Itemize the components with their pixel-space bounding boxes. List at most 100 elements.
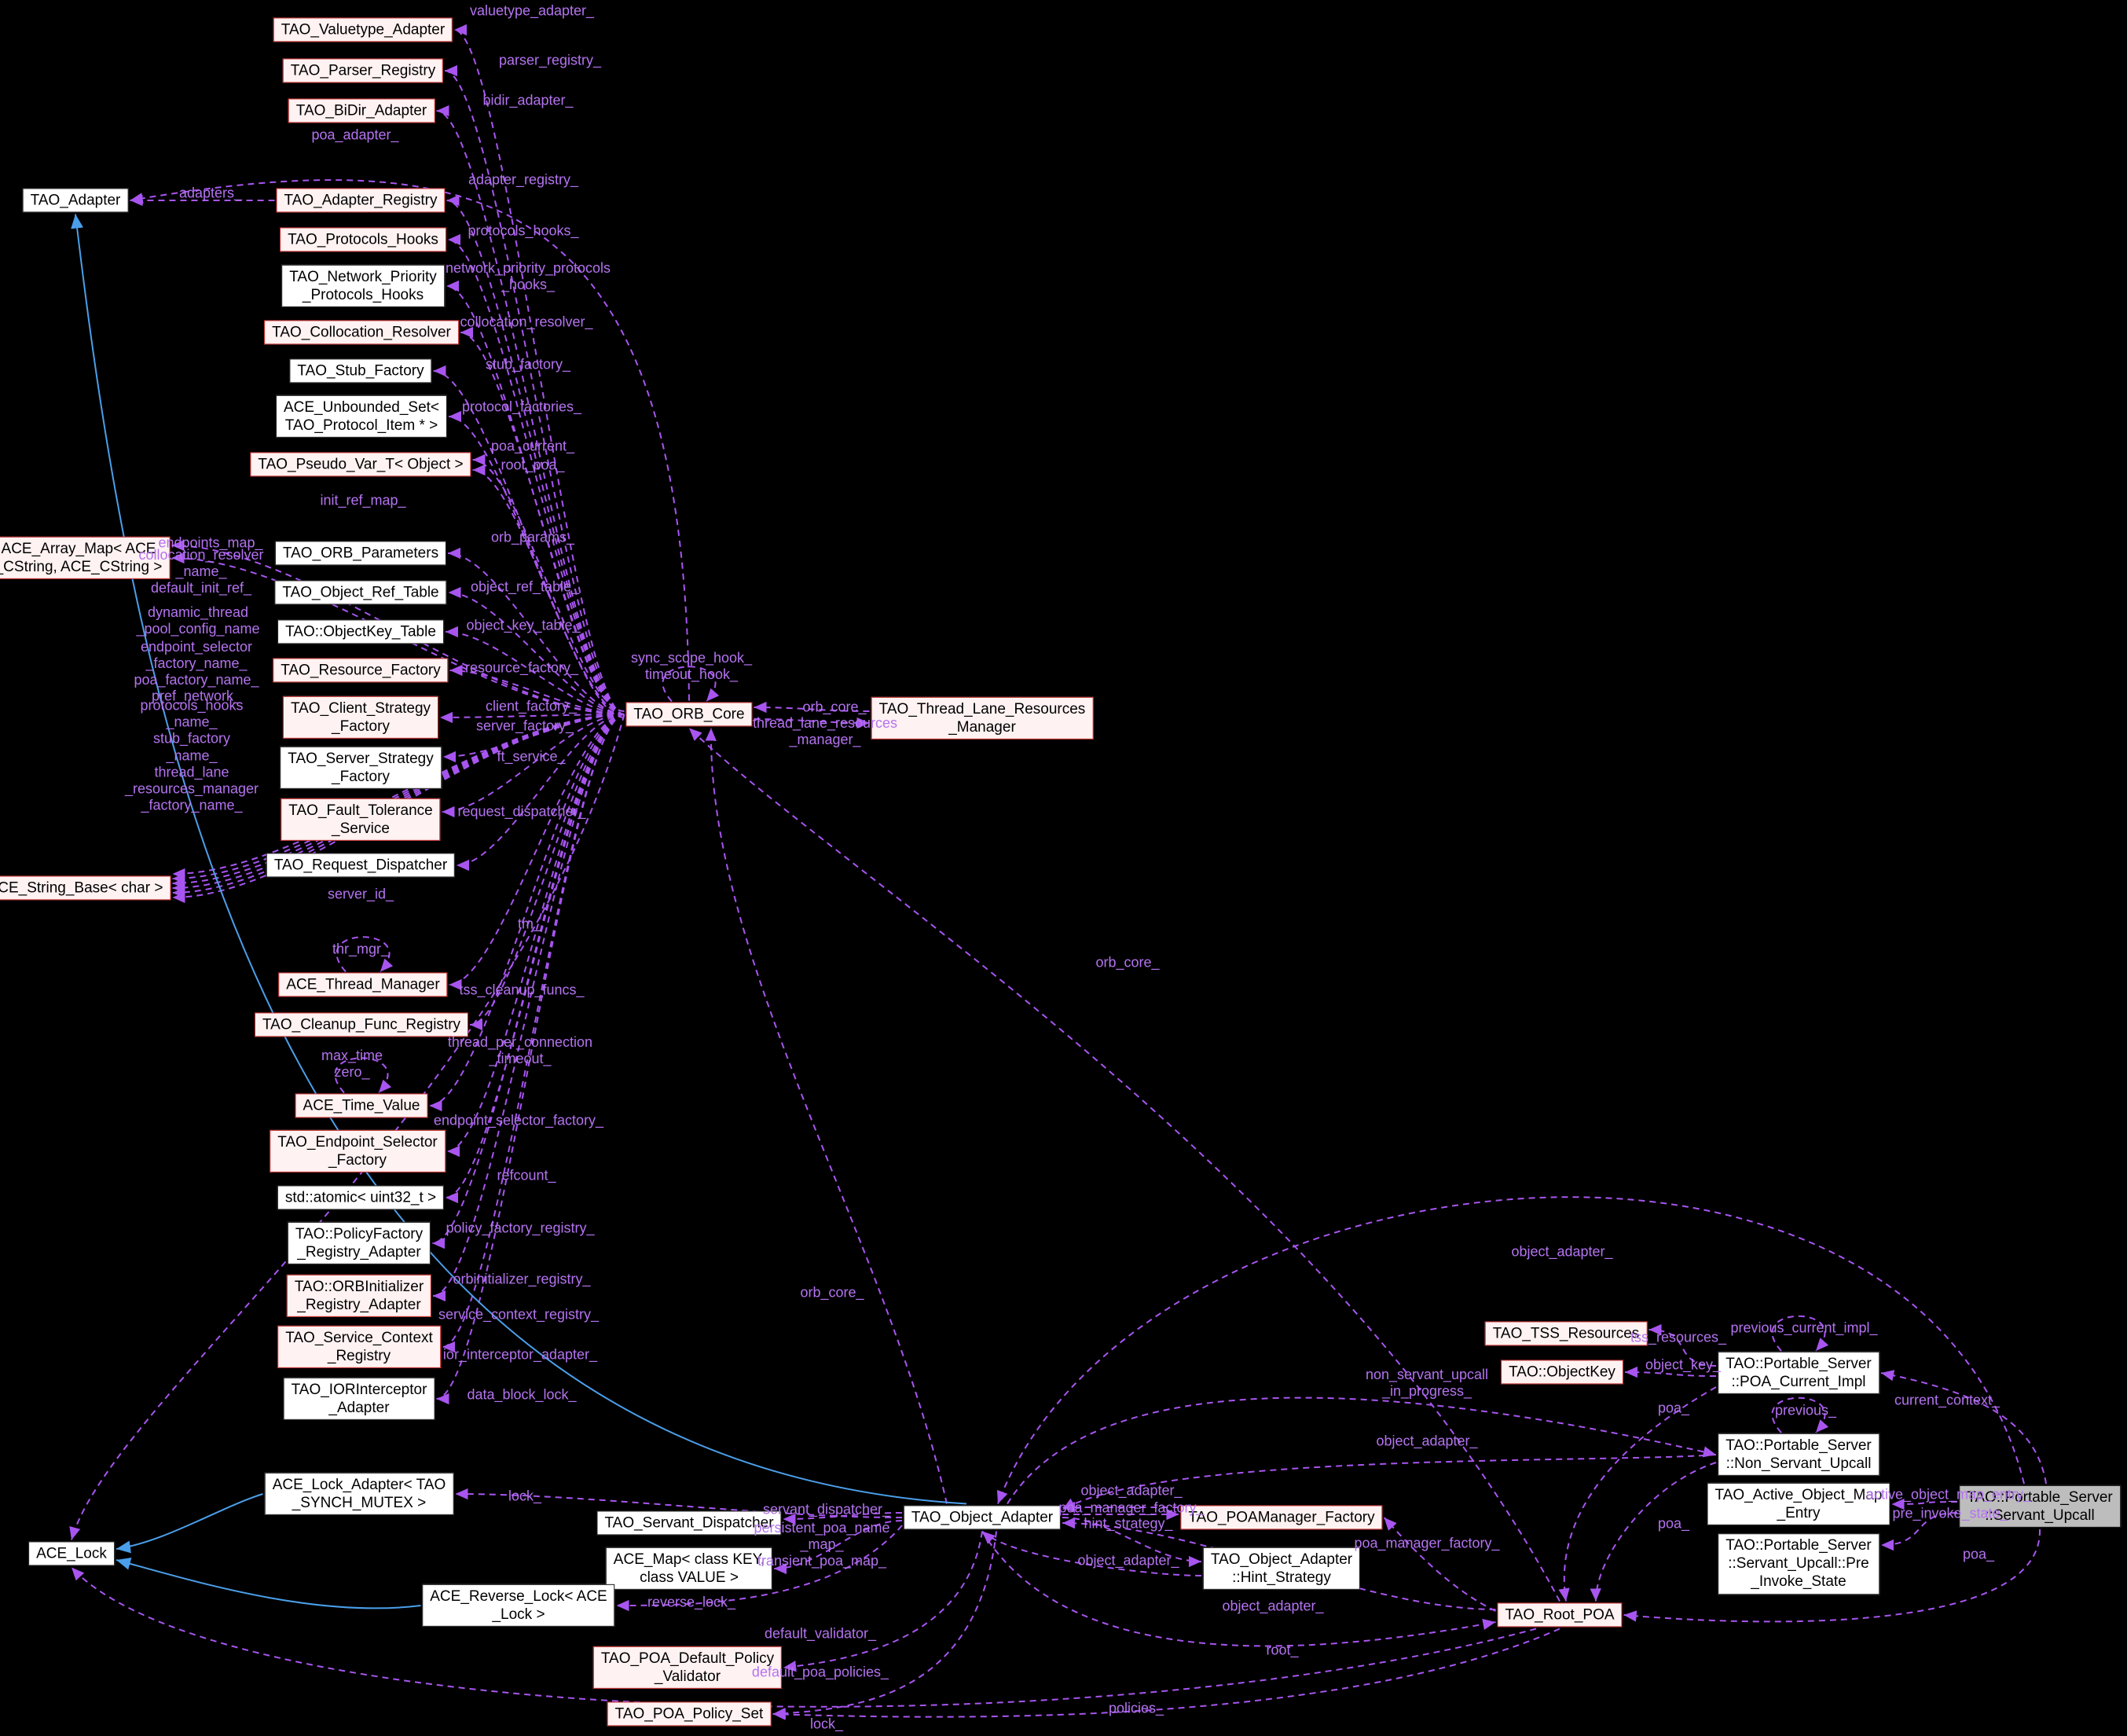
usage-edge bbox=[447, 233, 625, 715]
usage-edge bbox=[449, 664, 625, 715]
node-nsu[interactable]: TAO::Portable_Server ::Non_Servant_Upcal… bbox=[1718, 1433, 1879, 1477]
node-cleanup_func[interactable]: TAO_Cleanup_Func_Registry bbox=[254, 1012, 469, 1037]
usage-edge bbox=[662, 666, 720, 703]
node-orb_core[interactable]: TAO_ORB_Core bbox=[625, 702, 753, 727]
node-objectkey[interactable]: TAO::ObjectKey bbox=[1501, 1360, 1623, 1385]
node-adapter[interactable]: TAO_Adapter bbox=[22, 188, 129, 213]
usage-edge bbox=[446, 194, 625, 715]
node-ace_lock[interactable]: ACE_Lock bbox=[28, 1541, 115, 1566]
usage-edge bbox=[688, 727, 1560, 1602]
usage-edge bbox=[336, 936, 394, 973]
node-string_base[interactable]: ACE_String_Base< char > bbox=[0, 875, 171, 901]
usage-edge bbox=[171, 552, 625, 715]
node-bidir[interactable]: TAO_BiDir_Adapter bbox=[288, 98, 435, 123]
usage-edge bbox=[456, 714, 625, 872]
usage-edge bbox=[469, 714, 625, 1031]
usage-edge bbox=[448, 586, 625, 715]
node-pre_invoke[interactable]: TAO::Portable_Server ::Servant_Upcall::P… bbox=[1718, 1533, 1879, 1595]
node-server_strategy[interactable]: TAO_Server_Strategy _Factory bbox=[280, 746, 442, 790]
usage-edge bbox=[996, 1196, 2025, 1504]
node-array_map[interactable]: ACE_Array_Map< ACE _CString, ACE_CString… bbox=[0, 536, 171, 580]
node-client_strategy[interactable]: TAO_Client_Strategy _Factory bbox=[282, 696, 439, 740]
usage-edge bbox=[429, 714, 625, 1112]
inheritance-edge bbox=[71, 214, 967, 1505]
node-fault_tolerance[interactable]: TAO_Fault_Tolerance _Service bbox=[281, 798, 441, 842]
node-servant_upcall: TAO::Portable_Server ::Servant_Upcall bbox=[1959, 1485, 2121, 1529]
node-thread_manager[interactable]: ACE_Thread_Manager bbox=[278, 972, 448, 997]
usage-edge bbox=[130, 179, 690, 701]
usage-edge bbox=[772, 1628, 1560, 1720]
node-root_poa[interactable]: TAO_Root_POA bbox=[1497, 1602, 1623, 1628]
node-reverse_lock[interactable]: ACE_Reverse_Lock< ACE _Lock > bbox=[422, 1584, 615, 1628]
node-servant_dispatcher[interactable]: TAO_Servant_Dispatcher bbox=[596, 1510, 782, 1536]
usage-edge bbox=[447, 547, 625, 715]
usage-edge bbox=[1880, 1512, 1958, 1551]
node-object_adapter[interactable]: TAO_Object_Adapter bbox=[903, 1505, 1062, 1530]
usage-edge bbox=[1624, 1366, 1717, 1378]
node-request_dispatcher[interactable]: TAO_Request_Dispatcher bbox=[266, 853, 456, 878]
node-pseudo_var[interactable]: TAO_Pseudo_Var_T< Object > bbox=[250, 452, 471, 477]
usage-edge bbox=[1771, 1397, 1829, 1433]
node-orb_params[interactable]: TAO_ORB_Parameters bbox=[274, 541, 447, 566]
node-parser[interactable]: TAO_Parser_Registry bbox=[282, 58, 444, 83]
node-obj_ref_table[interactable]: TAO_Object_Ref_Table bbox=[274, 580, 447, 605]
usage-edge bbox=[69, 714, 625, 1540]
usage-edge bbox=[1771, 1315, 1829, 1352]
node-lock_adapter[interactable]: ACE_Lock_Adapter< TAO _SYNCH_MUTEX > bbox=[264, 1472, 454, 1516]
usage-edge bbox=[472, 453, 625, 712]
usage-edge bbox=[1007, 1397, 1717, 1505]
node-aom_entry[interactable]: TAO_Active_Object_Map _Entry bbox=[1707, 1482, 1890, 1526]
node-collocation[interactable]: TAO_Collocation_Resolver bbox=[264, 320, 459, 345]
node-unbounded[interactable]: ACE_Unbounded_Set< TAO_Protocol_Item * > bbox=[275, 395, 448, 439]
node-hint_strategy[interactable]: TAO_Object_Adapter ::Hint_Strategy bbox=[1202, 1547, 1361, 1591]
node-protocols_hooks[interactable]: TAO_Protocols_Hooks bbox=[280, 227, 446, 252]
usage-edge bbox=[1062, 1454, 1717, 1510]
usage-edge bbox=[981, 1530, 1496, 1647]
node-service_context[interactable]: TAO_Service_Context _Registry bbox=[277, 1325, 441, 1369]
usage-edge bbox=[1383, 1517, 1496, 1612]
node-resource_factory[interactable]: TAO_Resource_Factory bbox=[273, 658, 449, 683]
usage-edge bbox=[705, 728, 948, 1504]
node-orbinitializer[interactable]: TAO::ORBInitializer _Registry_Adapter bbox=[286, 1274, 432, 1318]
usage-edge bbox=[436, 714, 625, 1405]
node-policyfactory[interactable]: TAO::PolicyFactory _Registry_Adapter bbox=[287, 1221, 431, 1265]
usage-edge bbox=[1623, 1529, 2041, 1623]
usage-edge bbox=[754, 717, 870, 729]
usage-edge bbox=[446, 714, 625, 1158]
usage-edge bbox=[439, 711, 625, 724]
usage-edge bbox=[445, 626, 625, 715]
node-stub_factory[interactable]: TAO_Stub_Factory bbox=[289, 358, 432, 384]
usage-edge bbox=[433, 365, 625, 715]
node-pmf[interactable]: TAO_POAManager_Factory bbox=[1180, 1505, 1383, 1530]
node-endpoint_selector[interactable]: TAO_Endpoint_Selector _Factory bbox=[270, 1129, 446, 1173]
usage-edge bbox=[436, 105, 625, 715]
node-validator[interactable]: TAO_POA_Default_Policy _Validator bbox=[592, 1646, 783, 1690]
node-net_priority[interactable]: TAO_Network_Priority _Protocols_Hooks bbox=[281, 264, 445, 308]
node-ace_map[interactable]: ACE_Map< class KEY, class VALUE > bbox=[605, 1547, 773, 1591]
inheritance-edge bbox=[116, 1493, 263, 1554]
usage-edge bbox=[431, 714, 625, 1250]
usage-edge bbox=[472, 464, 625, 718]
usage-edge bbox=[334, 1057, 392, 1094]
usage-edge bbox=[449, 714, 625, 991]
usage-edge bbox=[783, 1531, 983, 1672]
usage-edge bbox=[1648, 1323, 1717, 1367]
node-atomic[interactable]: std::atomic< uint32_t > bbox=[277, 1185, 445, 1210]
usage-edge bbox=[1880, 1370, 2047, 1485]
node-poa_policy_set[interactable]: TAO_POA_Policy_Set bbox=[607, 1701, 772, 1727]
usage-edge bbox=[432, 714, 625, 1302]
node-pci[interactable]: TAO::Portable_Server ::POA_Current_Impl bbox=[1718, 1351, 1879, 1395]
usage-edge bbox=[444, 64, 625, 715]
node-iorinterceptor[interactable]: TAO_IORInterceptor _Adapter bbox=[283, 1377, 435, 1421]
node-valuetype[interactable]: TAO_Valuetype_Adapter bbox=[273, 17, 453, 42]
node-tss[interactable]: TAO_TSS_Resources bbox=[1484, 1321, 1648, 1346]
usage-edge bbox=[442, 714, 625, 818]
usage-edge bbox=[460, 326, 625, 715]
usage-edge bbox=[453, 24, 625, 715]
node-time_value[interactable]: ACE_Time_Value bbox=[295, 1093, 428, 1118]
node-adapter_reg[interactable]: TAO_Adapter_Registry bbox=[276, 188, 446, 213]
inheritance-edge bbox=[116, 1558, 421, 1609]
node-tlrm[interactable]: TAO_Thread_Lane_Resources _Manager bbox=[871, 696, 1094, 740]
node-objkey_table[interactable]: TAO::ObjectKey_Table bbox=[277, 619, 444, 644]
